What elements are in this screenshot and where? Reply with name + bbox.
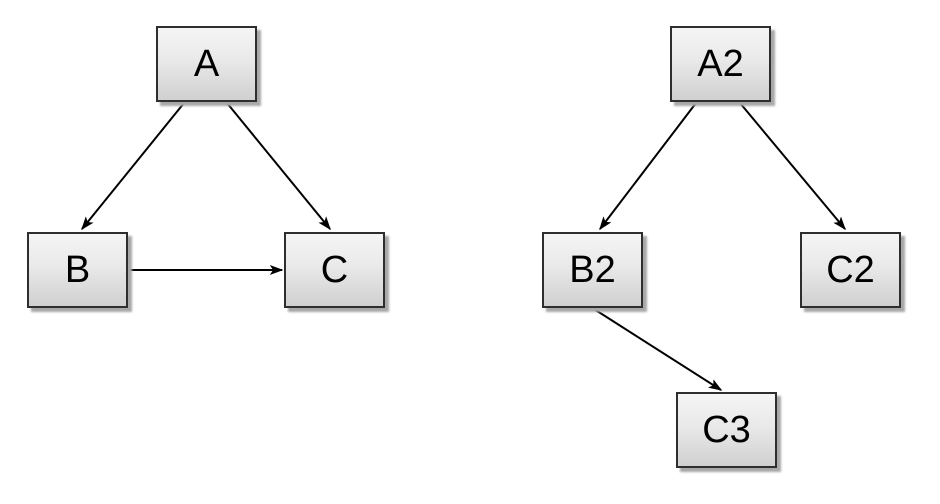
node-C2[interactable]: C2 <box>800 232 901 308</box>
node-label: C3 <box>702 409 751 451</box>
node-A2[interactable]: A2 <box>670 26 771 102</box>
node-label: A2 <box>697 43 744 85</box>
node-C[interactable]: C <box>284 232 385 308</box>
edge-B2-C3[interactable] <box>593 308 721 391</box>
node-label: A <box>193 43 220 85</box>
edge-A2-C2[interactable] <box>739 102 845 229</box>
node-label: B2 <box>569 249 616 291</box>
node-B2[interactable]: B2 <box>542 232 643 308</box>
node-A[interactable]: A <box>156 26 257 102</box>
node-label: B <box>64 249 91 291</box>
edge-A-C[interactable] <box>226 102 330 229</box>
node-label: C2 <box>826 249 875 291</box>
node-label: C <box>320 249 349 291</box>
node-B[interactable]: B <box>27 232 128 308</box>
edge-A-B[interactable] <box>82 102 185 229</box>
edge-A2-B2[interactable] <box>600 102 697 229</box>
node-C3[interactable]: C3 <box>676 392 777 468</box>
